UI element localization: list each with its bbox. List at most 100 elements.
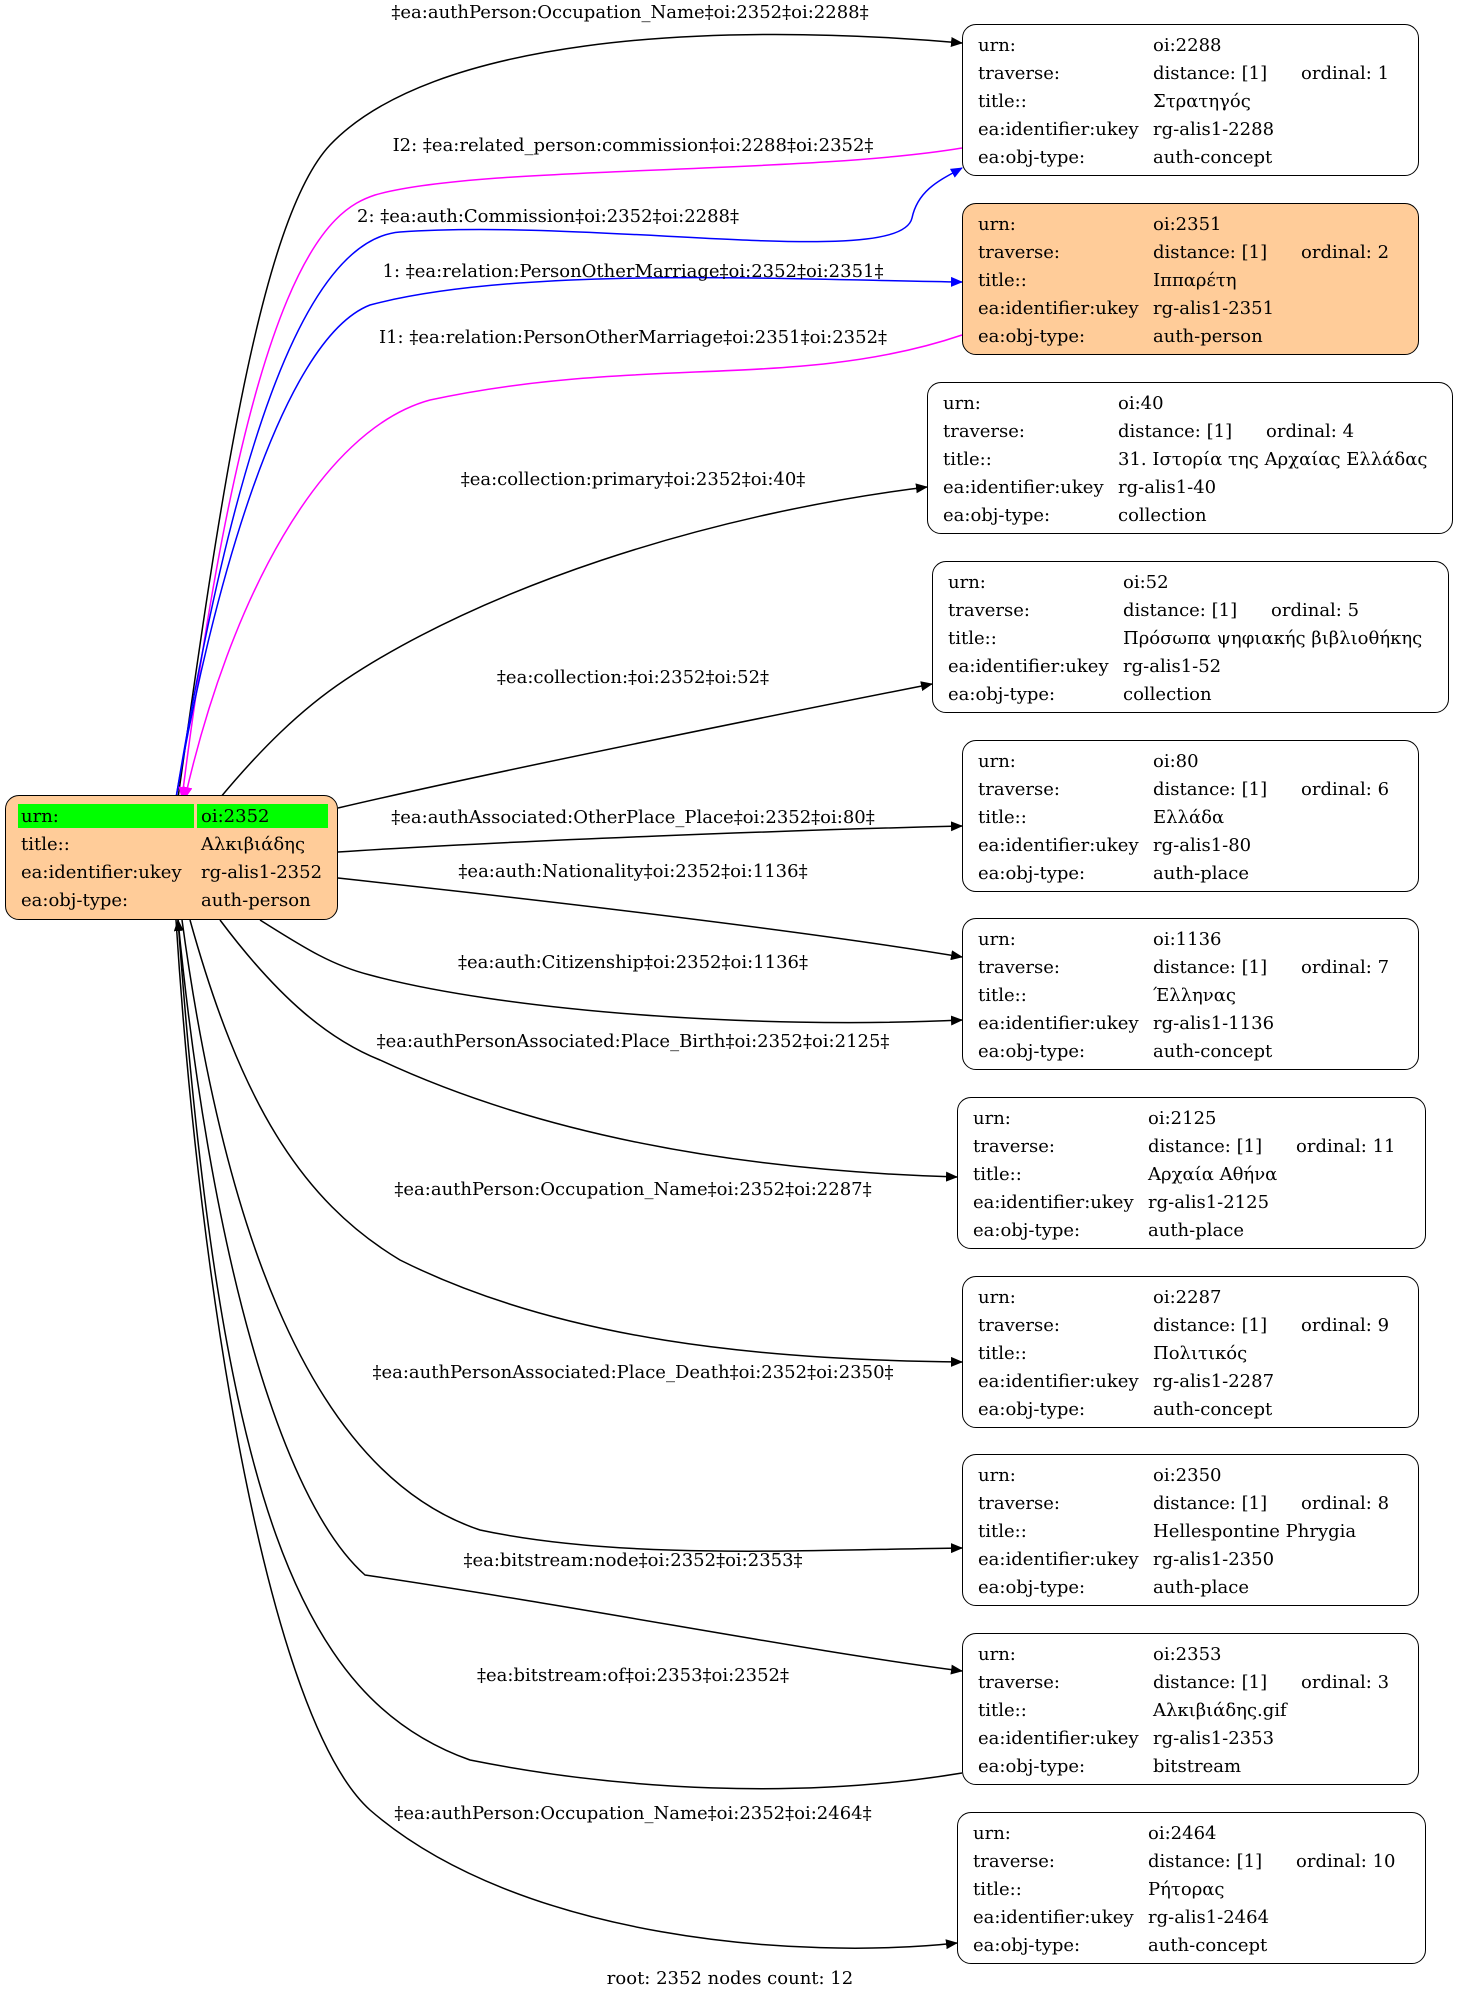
edge-label: ‡ea:collection:‡oi:2352‡oi:52‡ bbox=[496, 667, 770, 688]
node-field-label-ukey: ea:identifier:ukey bbox=[978, 1728, 1139, 1749]
node-field-label-title: title:: bbox=[973, 1879, 1022, 1900]
node-field-value-traverse: distance: [1] bbox=[1153, 242, 1268, 263]
node-field-ordinal: ordinal: 8 bbox=[1301, 1493, 1390, 1514]
node-field-ordinal: ordinal: 9 bbox=[1301, 1315, 1390, 1336]
root-urn-value: oi:2352 bbox=[201, 806, 270, 827]
edge-label: ‡ea:authPerson:Occupation_Name‡oi:2352‡o… bbox=[394, 1803, 872, 1824]
node-field-label-type: ea:obj-type: bbox=[978, 1577, 1086, 1598]
node-field-value-title: 31. Ιστορία της Αρχαίας Ελλάδας bbox=[1118, 449, 1428, 470]
node-field-value-ukey: rg-alis1-40 bbox=[1118, 477, 1217, 498]
node-field-ordinal: ordinal: 6 bbox=[1301, 779, 1390, 800]
node-field-value-type: auth-concept bbox=[1153, 1399, 1273, 1420]
node-field-label-urn: urn: bbox=[973, 1823, 1011, 1844]
node-field-value-title: Στρατηγός bbox=[1153, 91, 1251, 112]
node-field-value-type: auth-concept bbox=[1153, 147, 1273, 168]
node-field-label-type: ea:obj-type: bbox=[948, 684, 1056, 705]
edge-path bbox=[337, 821, 963, 853]
node-field-label-ukey: ea:identifier:ukey bbox=[978, 298, 1139, 319]
node-field-label-title: title:: bbox=[978, 1700, 1027, 1721]
edge-label: ‡ea:bitstream:of‡oi:2353‡oi:2352‡ bbox=[477, 1665, 789, 1686]
edge-label: ‡ea:authPerson:Occupation_Name‡oi:2352‡o… bbox=[391, 2, 869, 23]
edge-label: ‡ea:authAssociated:OtherPlace_Place‡oi:2… bbox=[391, 807, 875, 828]
node-field-label-traverse: traverse: bbox=[973, 1136, 1055, 1157]
node-field-label-traverse: traverse: bbox=[978, 63, 1060, 84]
edge-label: ‡ea:authPersonAssociated:Place_Birth‡oi:… bbox=[376, 1031, 890, 1052]
node-field-label-ukey: ea:identifier:ukey bbox=[978, 835, 1139, 856]
node-field-ordinal: ordinal: 11 bbox=[1296, 1136, 1396, 1157]
node-field-ordinal: ordinal: 5 bbox=[1271, 600, 1360, 621]
root-urn-value-highlight bbox=[197, 804, 328, 828]
node-field-value-title: Ιππαρέτη bbox=[1153, 270, 1237, 291]
node-field-value-traverse: distance: [1] bbox=[1153, 779, 1268, 800]
node-field-label-traverse: traverse: bbox=[973, 1851, 1055, 1872]
root-title-value: Αλκιβιάδης bbox=[201, 834, 306, 855]
node-field-label-ukey: ea:identifier:ukey bbox=[978, 119, 1139, 140]
node-field-value-title: Ρήτορας bbox=[1148, 1879, 1225, 1900]
node-field-value-urn: oi:1136 bbox=[1153, 929, 1222, 950]
node-field-label-type: ea:obj-type: bbox=[978, 1041, 1086, 1062]
node-field-value-type: bitstream bbox=[1153, 1756, 1242, 1777]
footer-summary: root: 2352 nodes count: 12 bbox=[606, 1968, 854, 1989]
node-field-label-traverse: traverse: bbox=[978, 242, 1060, 263]
edge-label: 1: ‡ea:relation:PersonOtherMarriage‡oi:2… bbox=[382, 261, 884, 282]
node-field-label-type: ea:obj-type: bbox=[978, 326, 1086, 347]
node-field-label-urn: urn: bbox=[978, 1287, 1016, 1308]
edge-path bbox=[181, 919, 963, 1554]
node-field-value-urn: oi:2287 bbox=[1153, 1287, 1222, 1308]
node-field-label-ukey: ea:identifier:ukey bbox=[978, 1013, 1139, 1034]
node-field-label-urn: urn: bbox=[978, 35, 1016, 56]
node-field-label-traverse: traverse: bbox=[978, 1493, 1060, 1514]
edge-path bbox=[173, 919, 963, 1790]
root-ukey-label: ea:identifier:ukey bbox=[21, 862, 182, 883]
node-field-value-type: auth-place bbox=[1153, 863, 1249, 884]
root-node[interactable]: urn: oi:2352 title:: Αλκιβιάδης ea:ident… bbox=[5, 795, 338, 920]
edge-label: ‡ea:authPerson:Occupation_Name‡oi:2352‡o… bbox=[394, 1179, 872, 1200]
node-field-label-urn: urn: bbox=[978, 1465, 1016, 1486]
node-field-label-ukey: ea:identifier:ukey bbox=[978, 1371, 1139, 1392]
node-field-label-type: ea:obj-type: bbox=[978, 863, 1086, 884]
node-field-ordinal: ordinal: 1 bbox=[1301, 63, 1390, 84]
node-field-value-ukey: rg-alis1-80 bbox=[1153, 835, 1252, 856]
root-title-label: title:: bbox=[21, 834, 70, 855]
node-field-label-title: title:: bbox=[978, 270, 1027, 291]
node-field-value-title: Ελλάδα bbox=[1153, 807, 1225, 828]
node-field-value-urn: oi:2464 bbox=[1148, 1823, 1217, 1844]
node-field-value-type: collection bbox=[1123, 684, 1212, 705]
edge-path bbox=[175, 167, 963, 799]
edge-label: I1: ‡ea:relation:PersonOtherMarriage‡oi:… bbox=[378, 327, 888, 348]
node-field-label-title: title:: bbox=[978, 985, 1027, 1006]
node-field-label-type: ea:obj-type: bbox=[978, 147, 1086, 168]
node-field-value-ukey: rg-alis1-2288 bbox=[1153, 119, 1275, 140]
edge-label: ‡ea:collection:primary‡oi:2352‡oi:40‡ bbox=[460, 469, 806, 490]
edge-path bbox=[177, 33, 963, 799]
node-field-value-urn: oi:40 bbox=[1118, 393, 1164, 414]
node-field-label-ukey: ea:identifier:ukey bbox=[973, 1907, 1134, 1928]
node-field-label-ukey: ea:identifier:ukey bbox=[948, 656, 1109, 677]
node-field-value-traverse: distance: [1] bbox=[1148, 1136, 1263, 1157]
edge-path bbox=[337, 681, 933, 809]
node-field-label-title: title:: bbox=[978, 91, 1027, 112]
node-field-label-traverse: traverse: bbox=[948, 600, 1030, 621]
node-field-label-traverse: traverse: bbox=[978, 957, 1060, 978]
edge-path bbox=[219, 919, 958, 1182]
node-field-value-ukey: rg-alis1-2350 bbox=[1153, 1549, 1275, 1570]
node-field-value-title: Αρχαία Αθήνα bbox=[1148, 1164, 1278, 1185]
edge-label: ‡ea:auth:Citizenship‡oi:2352‡oi:1136‡ bbox=[458, 952, 808, 973]
node-field-label-type: ea:obj-type: bbox=[973, 1935, 1081, 1956]
node-field-value-traverse: distance: [1] bbox=[1153, 63, 1268, 84]
edge-label: ‡ea:auth:Nationality‡oi:2352‡oi:1136‡ bbox=[458, 861, 808, 882]
node-field-label-title: title:: bbox=[948, 628, 997, 649]
node-field-label-traverse: traverse: bbox=[943, 421, 1025, 442]
